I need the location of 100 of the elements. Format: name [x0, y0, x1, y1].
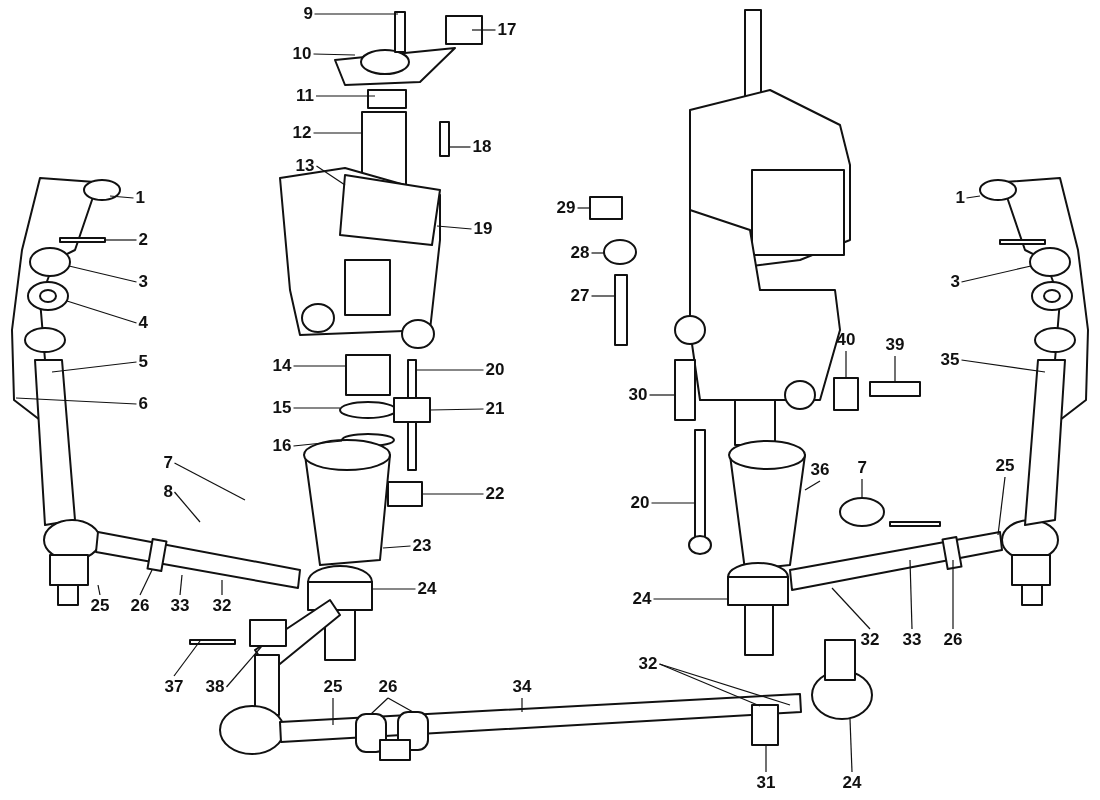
callout-number: 13 [295, 157, 315, 175]
leader-line [382, 545, 412, 549]
callout-number: 19 [473, 220, 493, 238]
leader-line [952, 559, 954, 630]
callout-number: 24 [632, 590, 652, 608]
callout-number: 16 [272, 437, 292, 455]
leader-line [652, 598, 729, 600]
leader-line [894, 355, 896, 383]
callout-number: 4 [138, 314, 148, 332]
leader-line [292, 365, 347, 367]
callout-number: 34 [512, 678, 532, 696]
callout-number: 31 [756, 774, 776, 792]
leader-line [590, 252, 605, 254]
callout-number: 26 [378, 678, 398, 696]
leader-line [648, 394, 676, 396]
callout-number: 26 [130, 597, 150, 615]
callout-number: 37 [164, 678, 184, 696]
leader-line [312, 53, 356, 56]
callout-number: 32 [212, 597, 232, 615]
leader-line [315, 165, 346, 186]
leader-line [421, 493, 485, 495]
leader-line [965, 195, 981, 199]
callout-number: 28 [570, 244, 590, 262]
callout-number: 32 [860, 631, 880, 649]
leader-line [845, 350, 847, 379]
leader-line [179, 574, 183, 596]
callout-number: 1 [135, 189, 145, 207]
leader-line [387, 697, 414, 713]
callout-number: 18 [472, 138, 492, 156]
callout-number: 8 [163, 483, 173, 501]
leader-line [97, 584, 101, 596]
leader-line [960, 359, 1046, 373]
callout-number: 5 [138, 353, 148, 371]
leader-line [173, 640, 201, 677]
leader-line [831, 587, 871, 630]
leader-line [861, 478, 863, 499]
callout-number: 39 [885, 336, 905, 354]
callout-number: 24 [842, 774, 862, 792]
leader-line [658, 663, 761, 707]
leader-line [173, 491, 201, 523]
callout-number: 6 [138, 395, 148, 413]
leader-line [332, 697, 334, 726]
callout-number: 12 [292, 124, 312, 142]
callout-number: 36 [810, 461, 830, 479]
callout-number: 9 [303, 5, 313, 23]
leader-line [139, 569, 153, 596]
leader-line [909, 559, 913, 630]
callout-number: 15 [272, 399, 292, 417]
leader-line [312, 132, 363, 134]
leader-line [804, 480, 821, 491]
leader-line [997, 476, 1006, 536]
leader-line [521, 697, 523, 713]
callout-number: 23 [412, 537, 432, 555]
leader-line [590, 295, 616, 297]
leader-line [292, 407, 341, 409]
leader-line [104, 239, 138, 241]
callout-number: 27 [570, 287, 590, 305]
callout-number: 3 [950, 273, 960, 291]
callout-number: 7 [163, 454, 173, 472]
leader-line [650, 502, 696, 504]
callout-number: 21 [485, 400, 505, 418]
leader-line [658, 663, 791, 706]
leader-line [221, 579, 223, 596]
callout-number: 25 [90, 597, 110, 615]
callout-number: 32 [638, 655, 658, 673]
leader-line [66, 300, 138, 324]
leader-line [448, 146, 472, 148]
leader-line [15, 397, 138, 405]
leader-line [471, 29, 497, 31]
callout-number: 33 [170, 597, 190, 615]
callout-number: 22 [485, 485, 505, 503]
callout-number: 38 [205, 678, 225, 696]
callout-number: 24 [417, 580, 437, 598]
leader-line [370, 697, 389, 715]
callout-number: 26 [943, 631, 963, 649]
callout-number: 10 [292, 45, 312, 63]
leader-line [68, 265, 138, 283]
leader-line [315, 95, 376, 97]
callout-number: 20 [630, 494, 650, 512]
leader-line [225, 645, 263, 688]
callout-number: 1 [955, 189, 965, 207]
callout-number: 40 [836, 331, 856, 349]
leader-line [576, 207, 591, 209]
callout-number: 25 [323, 678, 343, 696]
callout-number: 30 [628, 386, 648, 404]
callout-number: 17 [497, 21, 517, 39]
leader-line [292, 440, 343, 447]
leader-line [960, 265, 1032, 283]
leader-line [173, 462, 246, 501]
callout-number: 7 [857, 459, 867, 477]
leader-line [415, 369, 485, 371]
leader-line [436, 225, 473, 230]
leader-line [849, 718, 853, 773]
leader-line [313, 13, 399, 15]
callout-number: 29 [556, 199, 576, 217]
leader-line [429, 408, 485, 411]
callout-number: 14 [272, 357, 292, 375]
leader-line [371, 588, 417, 590]
callout-number: 20 [485, 361, 505, 379]
callout-number: 3 [138, 273, 148, 291]
